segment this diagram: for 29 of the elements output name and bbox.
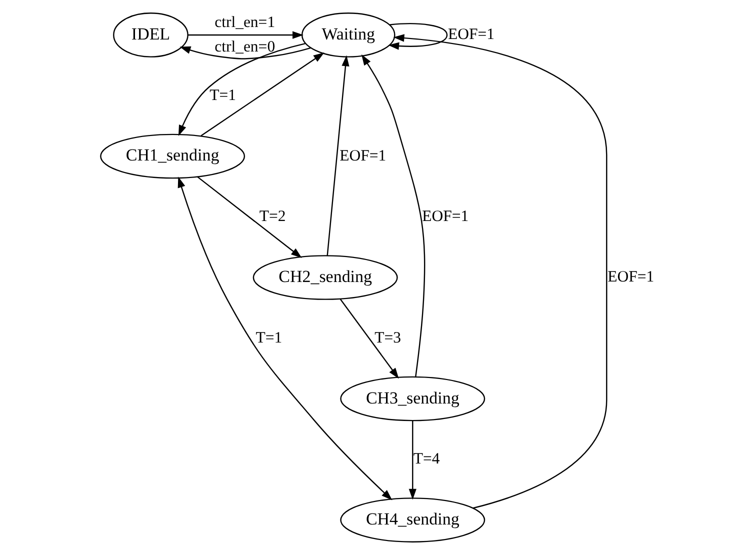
edge-label: T=1 <box>210 86 236 104</box>
arrow <box>408 420 416 500</box>
edge-label: ctrl_en=0 <box>214 38 276 56</box>
edge-label: EOF=1 <box>340 147 386 164</box>
edge-label: EOF=1 <box>608 268 654 286</box>
arrow <box>188 31 304 39</box>
arrow <box>178 176 392 500</box>
edge-label: T=4 <box>413 450 440 468</box>
edge-label: EOF=1 <box>448 26 495 44</box>
arrow <box>361 54 426 377</box>
arrow <box>393 34 608 509</box>
edge-label: T=2 <box>259 208 286 225</box>
edge-label: EOF=1 <box>422 208 469 225</box>
edge-label: T=3 <box>374 329 401 346</box>
edge-label: ctrl_en=1 <box>214 14 276 31</box>
node-ellipse: CH4_sending <box>340 498 486 542</box>
node-ellipse: CH3_sending <box>340 376 486 422</box>
node-ellipse: CH1_sending <box>100 134 246 179</box>
arrow <box>326 55 350 256</box>
edge-label: T=1 <box>256 329 282 346</box>
arrow <box>178 42 306 136</box>
arrow <box>200 52 324 136</box>
arrow <box>388 23 448 50</box>
arrow <box>340 298 399 379</box>
arrow <box>180 46 311 60</box>
node-ellipse: IDEL <box>113 12 188 58</box>
node-ellipse: Waiting <box>301 12 396 58</box>
arrow <box>197 176 302 258</box>
node-ellipse: CH2_sending <box>252 255 398 300</box>
